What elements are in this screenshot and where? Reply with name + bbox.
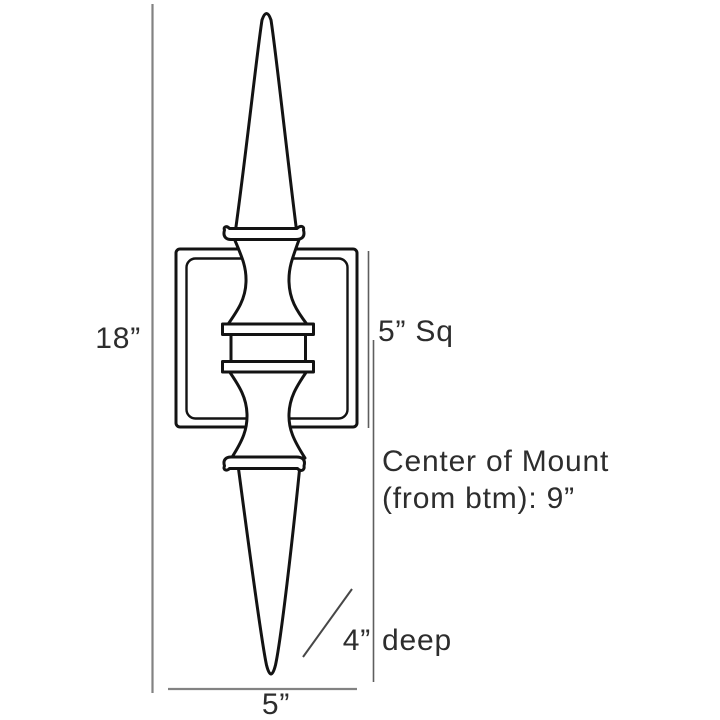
- backplate-size-label: 5” Sq: [378, 315, 454, 348]
- height-label: 18”: [95, 322, 141, 355]
- top-spike: [233, 12, 299, 236]
- depth-unit-label: deep: [382, 624, 452, 657]
- mount-center-label-line2: (from btm): 9”: [382, 482, 575, 515]
- width-label: 5”: [262, 688, 290, 720]
- lower-flange: [221, 360, 315, 374]
- mount-center-label-line1: Center of Mount: [382, 445, 609, 478]
- depth-value-label: 4”: [343, 624, 371, 657]
- dimension-labels: 18” 5” Sq Center of Mount (from btm): 9”…: [95, 315, 609, 720]
- lower-neck: [227, 369, 309, 460]
- depth-leader-line: [302, 588, 353, 658]
- bottom-collar: [222, 455, 306, 472]
- sconce-drawing: [174, 12, 359, 676]
- top-collar: [222, 224, 306, 241]
- bottom-spike: [236, 463, 302, 676]
- dimension-annotations: [151, 4, 375, 693]
- upper-flange: [221, 322, 315, 336]
- center-band: [229, 332, 307, 364]
